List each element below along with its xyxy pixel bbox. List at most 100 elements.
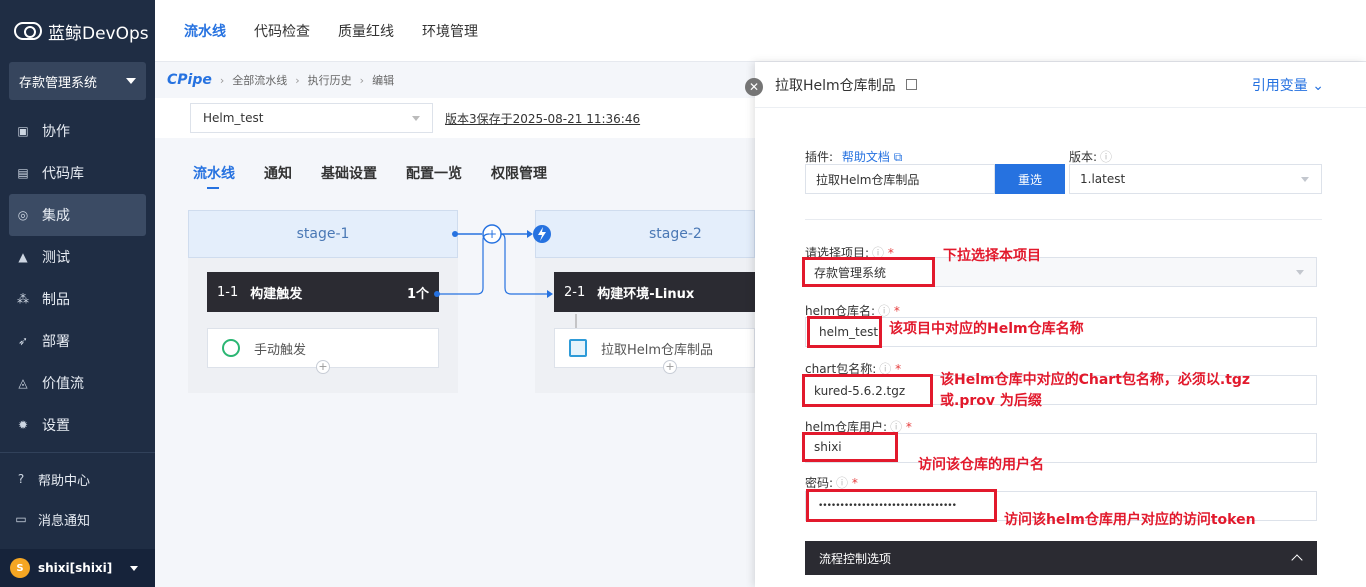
job-card[interactable]: 1-1 构建触发 1个: [207, 272, 439, 312]
repo-input[interactable]: [805, 317, 1317, 347]
stage-card: stage-1 1-1 构建触发 1个 手动触发 +: [188, 210, 458, 393]
app-logo[interactable]: 蓝鲸DevOps: [0, 0, 155, 62]
subtab-notify[interactable]: 通知: [264, 166, 292, 182]
task-card[interactable]: 手动触发 +: [207, 328, 439, 374]
add-task-icon[interactable]: +: [316, 360, 330, 374]
stage-connector: +: [434, 224, 577, 328]
sidebar-item-label: 部署: [42, 334, 70, 350]
tab-quality-gate[interactable]: 质量红线: [338, 23, 394, 40]
sidebar-item-settings[interactable]: ✹设置: [0, 404, 146, 446]
panel-header: 拉取Helm仓库制品 引用变量 ⌄: [755, 62, 1366, 108]
messages-link[interactable]: ▭消息通知: [0, 499, 155, 539]
sidebar-nav: ▣协作 ▤ 代码库 ◎集成 ▲测试 ⁂ 制品 ➶部署 ◬ 价值流 ✹设置: [0, 110, 155, 446]
version-link[interactable]: 版本3保存于2025-08-21 11:36:46: [445, 111, 641, 126]
subtab-pipeline[interactable]: 流水线: [193, 163, 235, 189]
version-value: 1.latest: [1080, 172, 1126, 186]
pipeline-select[interactable]: Helm_test: [190, 103, 433, 133]
stage-card: stage-2 2-1 构建环境-Linux 拉取Helm仓库制品 +: [535, 210, 755, 393]
edit-icon[interactable]: [905, 79, 917, 90]
sidebar-item-integration[interactable]: ◎集成: [9, 194, 146, 236]
help-center-link[interactable]: ?帮助中心: [0, 459, 155, 499]
pipeline-subtabs: 流水线 通知 基础设置 配置一览 权限管理: [155, 138, 755, 208]
main-content: CPipe › 全部流水线 › 执行历史 › 编辑 Helm_test 版本3保…: [155, 62, 755, 587]
user-label: helm仓库用户:ⓘ *: [805, 418, 912, 435]
breadcrumb-all-pipelines[interactable]: 全部流水线: [232, 74, 288, 87]
close-icon[interactable]: ✕: [745, 78, 763, 96]
svg-text:+: +: [487, 227, 497, 241]
user-annotation: 访问该仓库的用户名: [918, 457, 1044, 473]
version-label-text: 版本:: [1069, 150, 1098, 164]
sidebar-item-value-stream[interactable]: ◬ 价值流: [0, 362, 146, 404]
job-count: 1个: [406, 286, 429, 302]
user-value-highlight: shixi: [802, 432, 898, 462]
code-repo-icon: ▤: [17, 166, 29, 180]
sidebar-item-code-repo[interactable]: ▤ 代码库: [0, 152, 146, 194]
flow-control-section[interactable]: 流程控制选项: [805, 541, 1317, 575]
chart-label-text: chart包名称:: [805, 362, 877, 376]
message-icon: ▭: [15, 512, 27, 526]
chevron-up-icon: [1291, 554, 1303, 566]
repo-value-highlight: helm_test: [807, 316, 882, 348]
breadcrumb-edit: 编辑: [372, 74, 395, 87]
add-task-icon[interactable]: +: [663, 360, 677, 374]
project-selector[interactable]: 存款管理系统: [9, 62, 146, 100]
settings-icon: ✹: [17, 418, 29, 432]
sidebar-item-test[interactable]: ▲测试: [0, 236, 146, 278]
sidebar-item-label: 价值流: [42, 376, 84, 392]
ref-vars-button[interactable]: 引用变量 ⌄: [1251, 77, 1324, 94]
chevron-right-icon: ›: [295, 73, 300, 87]
password-annotation: 访问该helm仓库用户对应的访问token: [1004, 512, 1256, 528]
sidebar-item-artifact[interactable]: ⁂ 制品: [0, 278, 146, 320]
task-card[interactable]: 拉取Helm仓库制品 +: [554, 328, 755, 374]
user-label-text: helm仓库用户:: [805, 420, 888, 434]
app-name: 蓝鲸DevOps: [48, 23, 149, 44]
value-stream-icon: ◬: [18, 376, 28, 390]
sidebar-item-deploy[interactable]: ➶部署: [0, 320, 146, 362]
repo-label-text: helm仓库名:: [805, 304, 876, 318]
version-label: 版本:ⓘ: [1069, 148, 1112, 165]
tab-environment[interactable]: 环境管理: [422, 23, 478, 40]
pipeline-toolbar: Helm_test 版本3保存于2025-08-21 11:36:46: [155, 98, 755, 138]
stage-header[interactable]: stage-2: [535, 210, 755, 258]
plugin-field: 拉取Helm仓库制品: [805, 164, 995, 194]
required-mark: *: [890, 304, 900, 318]
reselect-button[interactable]: 重选: [995, 164, 1065, 194]
chart-annotation-line1: 该Helm仓库中对应的Chart包名称，必须以.tgz: [940, 372, 1251, 388]
repo-label: helm仓库名:ⓘ *: [805, 302, 900, 319]
subtab-basic-settings[interactable]: 基础设置: [321, 166, 377, 182]
project-annotation: 下拉选择本项目: [943, 248, 1041, 264]
pipeline-name: Helm_test: [203, 111, 264, 125]
tab-pipeline[interactable]: 流水线: [184, 23, 226, 40]
help-doc-link[interactable]: 帮助文档: [841, 150, 890, 164]
version-select[interactable]: 1.latest: [1069, 164, 1322, 194]
artifact-icon: ⁂: [17, 292, 29, 306]
integration-icon: ◎: [17, 208, 29, 222]
chevron-down-icon: [130, 565, 139, 571]
job-title: 构建环境-Linux: [597, 286, 695, 302]
subtab-permissions[interactable]: 权限管理: [491, 166, 547, 182]
stage-header[interactable]: stage-1: [188, 210, 458, 258]
password-label: 密码:ⓘ *: [805, 474, 858, 491]
job-title: 构建触发: [250, 286, 303, 302]
breadcrumb-history[interactable]: 执行历史: [307, 74, 352, 87]
chart-value-highlight: kured-5.6.2.tgz: [802, 374, 933, 407]
project-name: 存款管理系统: [19, 75, 98, 91]
job-card[interactable]: 2-1 构建环境-Linux: [554, 272, 755, 312]
chevron-right-icon: ›: [219, 73, 225, 87]
bk-logo-icon: [14, 22, 42, 40]
repo-annotation: 该项目中对应的Helm仓库名称: [889, 321, 1084, 337]
ref-vars-label: 引用变量: [1251, 77, 1308, 94]
plugin-config-panel: ✕ 拉取Helm仓库制品 引用变量 ⌄ 插件: 帮助文档 ⧉ 拉取Helm仓库制…: [745, 62, 1366, 587]
sidebar-item-collab[interactable]: ▣协作: [0, 110, 146, 152]
chart-annotation: 该Helm仓库中对应的Chart包名称，必须以.tgz 或.prov 为后缀: [940, 370, 1250, 412]
tab-code-check[interactable]: 代码检查: [254, 23, 310, 40]
password-value-highlight: ••••••••••••••••••••••••••••••••: [806, 489, 997, 522]
info-icon: ⓘ: [872, 246, 885, 260]
manual-trigger-icon: [222, 339, 240, 357]
sidebar-item-label: 代码库: [42, 166, 84, 182]
chart-label: chart包名称:ⓘ *: [805, 360, 901, 377]
user-menu[interactable]: S shixi[shixi]: [0, 549, 155, 587]
sidebar-item-label: 制品: [42, 292, 70, 308]
breadcrumb-brand[interactable]: CPipe: [167, 72, 212, 88]
subtab-config-overview[interactable]: 配置一览: [406, 166, 462, 182]
